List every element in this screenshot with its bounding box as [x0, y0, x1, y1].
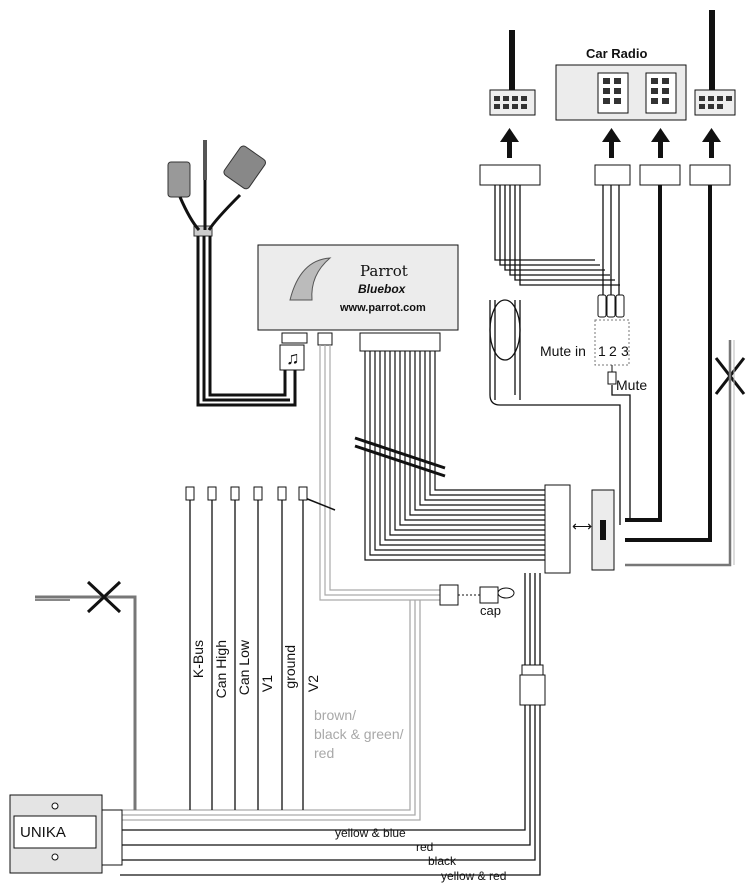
mute-channel-3: 3 [621, 343, 629, 359]
loop-wires [489, 299, 621, 525]
bluebox-model: Bluebox [358, 282, 406, 296]
bus-terminals [185, 486, 308, 501]
double-arrow-icon: ⟷ [572, 518, 593, 534]
car-radio-unit [555, 64, 687, 121]
bottom-wire-black: black [428, 854, 457, 868]
wire-label-v1: V1 [259, 675, 275, 693]
gray-wires [319, 345, 440, 601]
plug-wires [494, 185, 620, 295]
gray-note-line-3: red [314, 745, 335, 761]
mic-cable [167, 140, 297, 407]
wire-label-can-high: Can High [213, 640, 229, 699]
cap-connector [439, 584, 515, 606]
mute-channel-2: 2 [609, 343, 617, 359]
bluebox-unit [257, 244, 459, 331]
wire-label-kbus: K-Bus [190, 640, 206, 679]
gray-note-line-1: brown/ [314, 707, 357, 723]
wire-label-v2: V2 [305, 675, 321, 693]
disconnect-x-left [86, 580, 122, 614]
unika-label: UNIKA [20, 824, 66, 841]
car-radio-title: Car Radio [586, 46, 648, 61]
bluebox-bundle [364, 351, 545, 561]
bundle-break-marks [354, 436, 446, 478]
up-arrows [500, 128, 721, 158]
cap-label: cap [480, 603, 501, 618]
left-antenna [35, 595, 137, 810]
gray-note-line-2: black & green/ [314, 726, 404, 742]
bottom-wire-yellow-red: yellow & red [441, 869, 507, 883]
mute-channel-1: 1 [598, 343, 606, 359]
wire-label-can-low: Can Low [236, 640, 252, 696]
rca-connectors [597, 294, 625, 318]
bottom-wire-red: red [416, 840, 434, 854]
unika-unit [9, 794, 123, 874]
thick-radio-wires [625, 185, 712, 542]
mute-label: Mute [616, 377, 648, 393]
radio-connector-left [489, 30, 536, 116]
mute-in-label: Mute in [540, 343, 586, 359]
bluebox-url: www.parrot.com [340, 302, 426, 314]
bottom-wire-yellow-blue: yellow & blue [335, 826, 406, 840]
music-icon: ♫ [286, 348, 300, 368]
wire-label-ground: ground [282, 645, 298, 689]
bluebox-connectors [281, 332, 441, 352]
main-connector [544, 484, 615, 574]
bus-wires [189, 500, 304, 810]
radio-connector-right [694, 10, 736, 116]
bluebox-brand: Parrot [360, 262, 408, 280]
harness-plugs [479, 164, 731, 186]
